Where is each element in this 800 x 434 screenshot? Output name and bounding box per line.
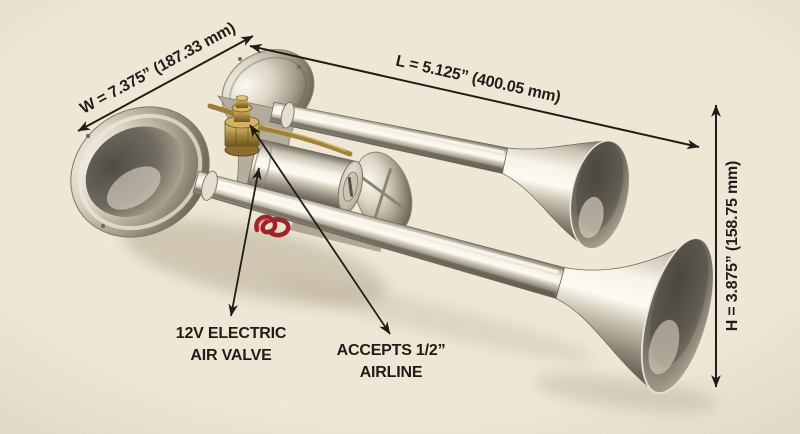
airline-callout-line2: AIRLINE — [359, 364, 423, 381]
width-dimension-arrow — [77, 35, 254, 132]
length-dimension-arrow — [249, 43, 700, 150]
airline-callout-line1: ACCEPTS 1/2” — [336, 342, 446, 359]
valve-callout: 12V ELECTRIC AIR VALVE — [176, 323, 287, 367]
airline-callout: ACCEPTS 1/2” AIRLINE — [337, 340, 446, 384]
height-dimension-label: H = 3.875” (158.75 mm) — [724, 160, 741, 332]
valve-callout-line2: AIR VALVE — [190, 347, 272, 364]
valve-callout-line1: 12V ELECTRIC — [175, 325, 287, 342]
airline-leader-arrow — [249, 124, 391, 335]
